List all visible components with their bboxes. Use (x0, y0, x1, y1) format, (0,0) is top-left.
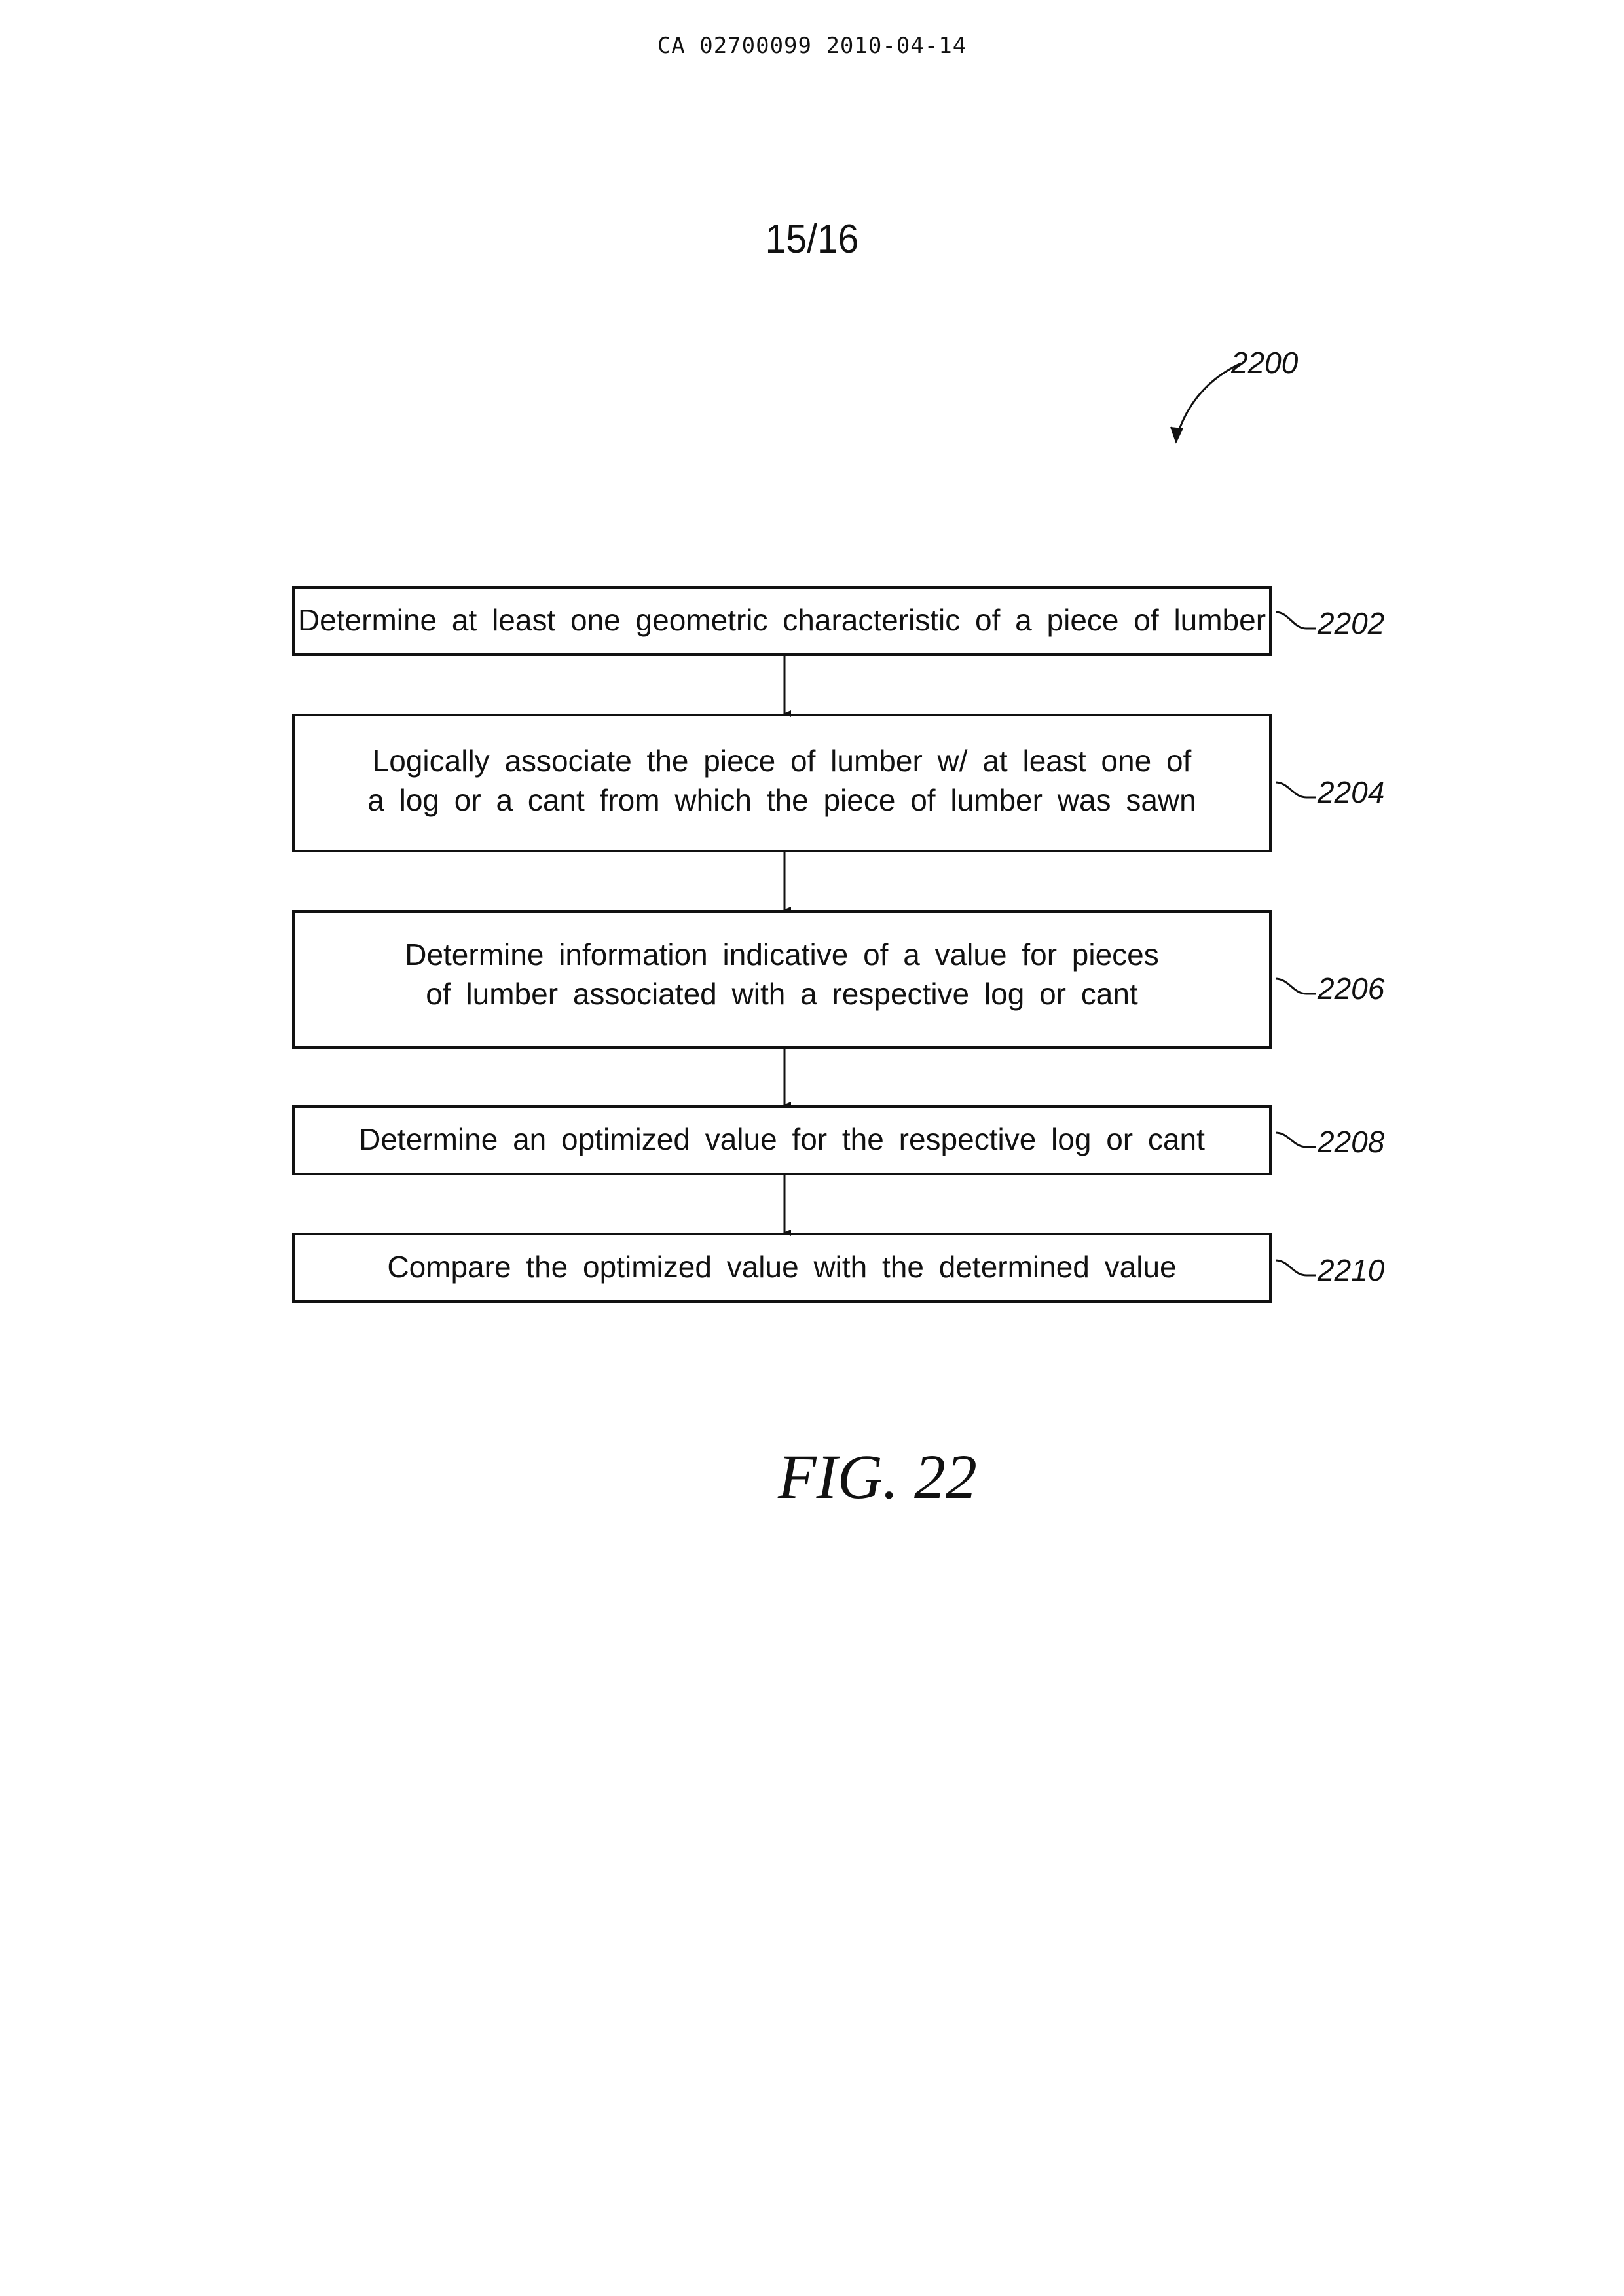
step-2206: Determine information indicative of a va… (293, 911, 1385, 1048)
step-ref-label: 2206 (1317, 972, 1385, 1006)
step-text-line: Determine an optimized value for the res… (359, 1122, 1205, 1156)
ref-2200-arrowhead (1171, 427, 1183, 442)
ref-leader (1276, 782, 1316, 797)
step-text-line: Compare the optimized value with the det… (387, 1250, 1176, 1284)
ref-leader (1276, 979, 1316, 994)
ref-2200-label: 2200 (1230, 346, 1299, 380)
step-ref-label: 2202 (1317, 606, 1384, 640)
step-2210: Compare the optimized value with the det… (293, 1234, 1385, 1302)
step-ref-label: 2204 (1317, 775, 1384, 809)
step-2204: Logically associate the piece of lumber … (293, 715, 1384, 851)
step-text-line: of lumber associated with a respective l… (426, 977, 1138, 1011)
step-ref-label: 2210 (1317, 1253, 1385, 1287)
ref-leader (1276, 1260, 1316, 1275)
step-text-line: a log or a cant from which the piece of … (367, 783, 1196, 817)
step-ref-label: 2208 (1317, 1125, 1385, 1159)
ref-2200: 2200 (1171, 346, 1299, 442)
step-text-line: Logically associate the piece of lumber … (373, 744, 1192, 778)
step-text-line: Determine at least one geometric charact… (298, 603, 1266, 637)
step-2208: Determine an optimized value for the res… (293, 1106, 1385, 1174)
figure-label: FIG. 22 (0, 1440, 1624, 1513)
ref-leader (1276, 1133, 1316, 1147)
step-text-line: Determine information indicative of a va… (405, 938, 1159, 972)
step-2202: Determine at least one geometric charact… (293, 587, 1384, 655)
ref-leader (1276, 612, 1316, 629)
